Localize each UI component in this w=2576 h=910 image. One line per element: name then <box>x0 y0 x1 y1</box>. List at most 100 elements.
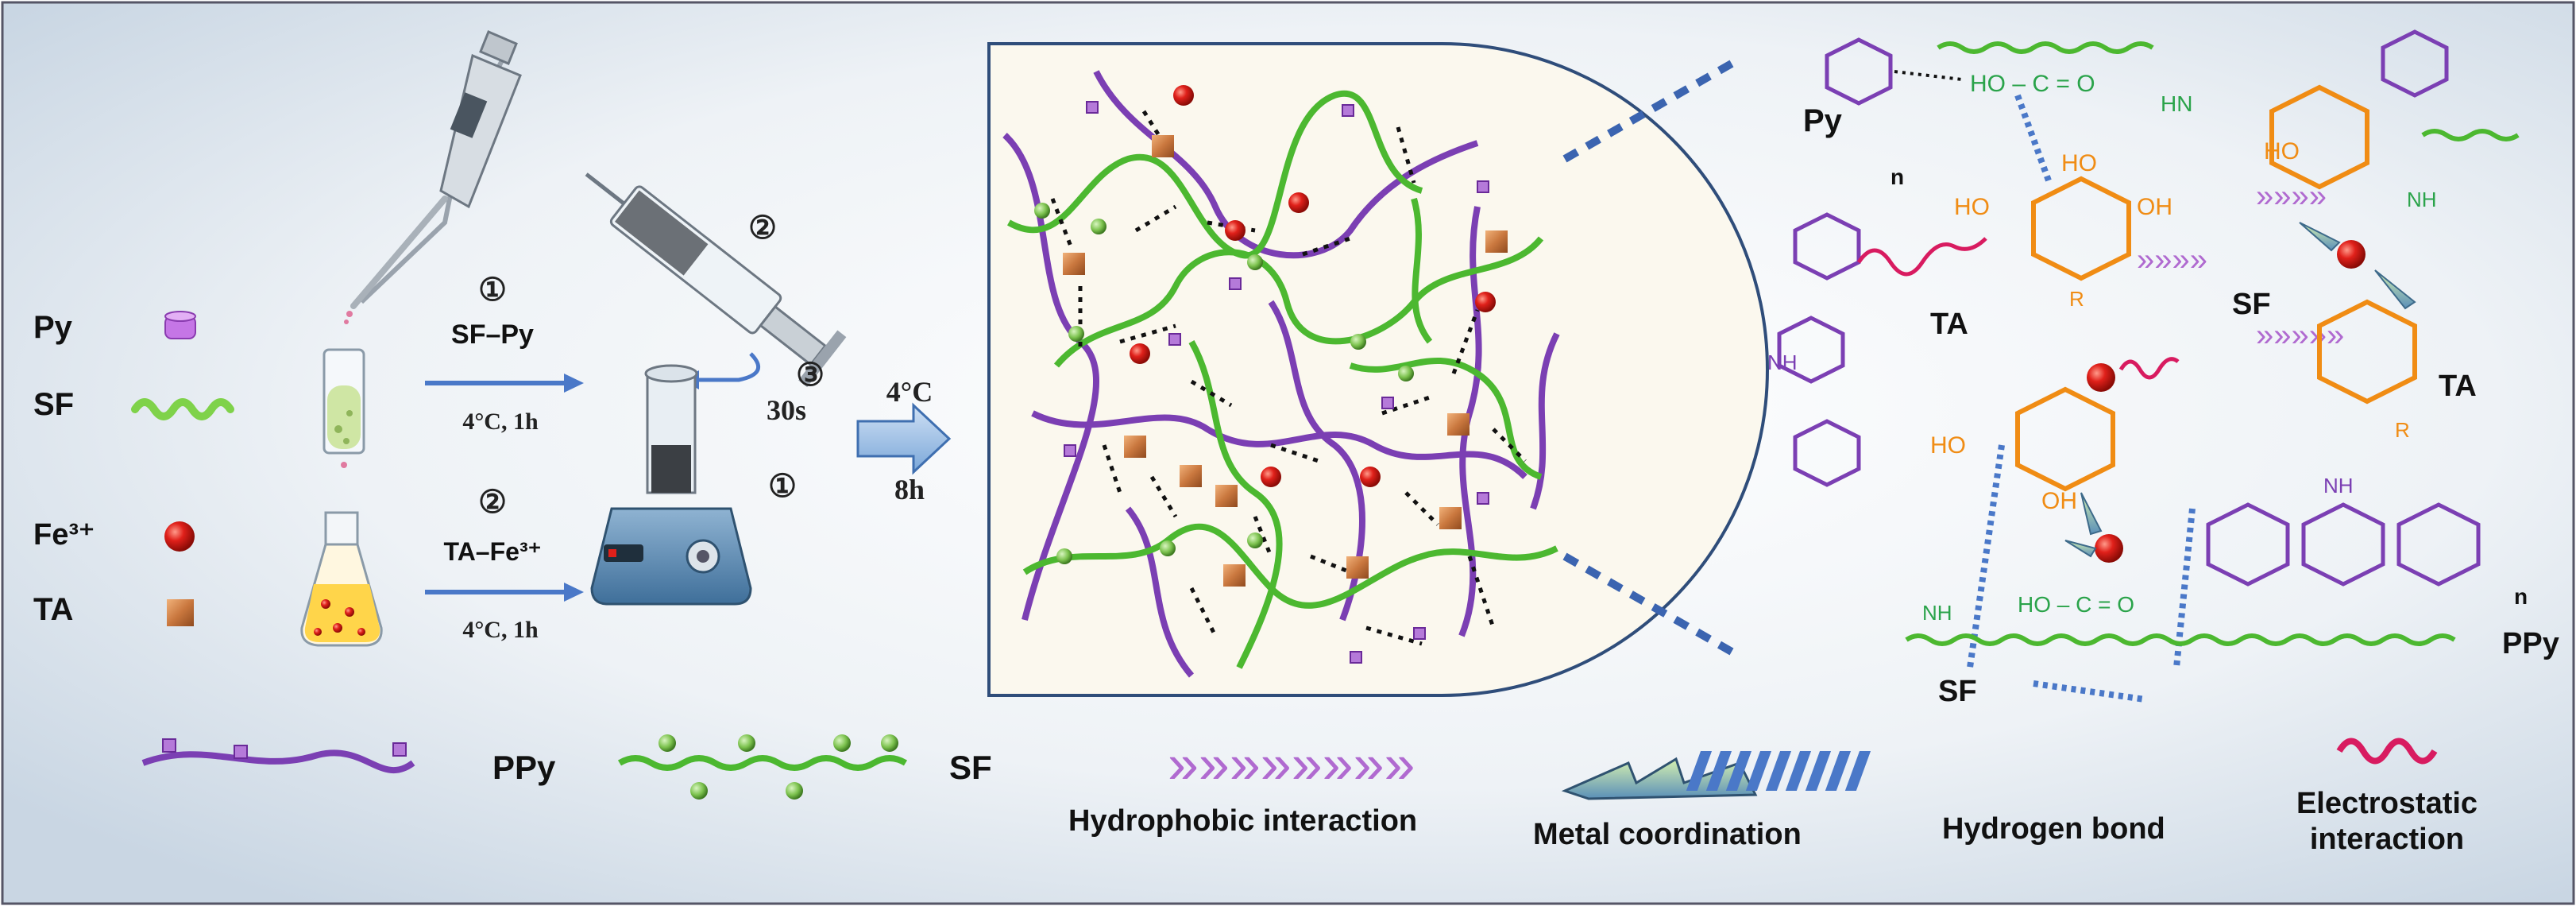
legend-electrostatic-label-2: interaction <box>2310 823 2464 856</box>
fe-ion <box>1173 85 1194 106</box>
legend-hbond-icon <box>1686 751 1871 791</box>
metal-wedge <box>2080 492 2103 536</box>
fe-ion <box>1475 292 1496 312</box>
step2-label: TA–Fe³⁺ <box>444 537 542 566</box>
ta-cube <box>1223 564 1246 587</box>
chem-ho-1: HO <box>1954 194 1990 220</box>
chem-n-2: n <box>2514 584 2528 609</box>
py-pendant <box>1350 651 1362 664</box>
sf-label: SF <box>33 387 74 422</box>
hydrophobic-chevrons-1: »»»» <box>2137 242 2207 277</box>
bottom-legend: PPy SF »»»»»»»» Hydrophobic interaction … <box>141 733 2478 856</box>
chem-nh-bottom: NH <box>1922 601 1952 625</box>
zoom-line-bottom <box>1562 552 1734 656</box>
vortex-mixer-icon <box>590 364 752 606</box>
fe-ball-icon <box>164 521 195 552</box>
ta-cube <box>1346 556 1369 579</box>
step1-arrow <box>425 374 584 393</box>
ta-ring-lower <box>2015 386 2115 492</box>
sf-chain <box>1411 197 1433 344</box>
step1-conditions: 4°C, 1h <box>462 409 539 435</box>
step3-big-arrow <box>856 402 952 475</box>
ta-cube <box>1180 465 1202 487</box>
hbond-stripe <box>2014 94 2053 184</box>
hydrogel-network <box>1002 70 1560 678</box>
ta-ring-icon <box>2031 176 2131 281</box>
ppy-chain <box>1125 506 1195 678</box>
chemistry-scheme: Py HO – C = O HN HO HO OH R TA »»»» »»»»… <box>1767 29 2559 708</box>
sf-bead <box>1068 326 1084 342</box>
ta-cube <box>1152 135 1174 157</box>
step1-label: SF–Py <box>451 319 534 350</box>
py-pendant <box>1477 180 1489 193</box>
chem-oh-1: OH <box>2137 194 2172 220</box>
zoom-line-top <box>1562 60 1734 163</box>
fe-ion-middle <box>2087 363 2115 392</box>
py-pendant <box>1477 492 1489 505</box>
sf-bead <box>1247 254 1263 270</box>
chem-n-1: n <box>1890 165 1904 189</box>
chem-nh-ppy: NH <box>2323 474 2354 498</box>
electrostatic-link-2 <box>2118 357 2180 380</box>
sf-backbone-top <box>1937 41 2154 54</box>
py-pendant <box>1342 104 1354 117</box>
legend-electrostatic-label-1: Electrostatic <box>2296 787 2478 820</box>
chem-nh-tr: NH <box>2407 188 2437 211</box>
fe-ion <box>1288 192 1309 213</box>
test-tube-icon <box>322 348 365 468</box>
chem-py-label: Py <box>1803 103 1843 138</box>
sf-bead <box>1398 366 1414 381</box>
py-label: Py <box>33 310 73 345</box>
syringe-icon <box>585 172 847 388</box>
chem-nh-left: NH <box>1767 350 1798 374</box>
py-pendant <box>1381 397 1394 409</box>
ta-cube <box>1447 413 1470 436</box>
sf-backbone-bottom <box>1905 633 2456 646</box>
chem-ho-c-o: HO – C = O <box>1970 71 2095 97</box>
chem-ho-4: HO <box>1930 432 1966 459</box>
py-cylinder-icon <box>164 311 196 339</box>
step2-arrow <box>425 583 584 602</box>
chem-ho-3: HO <box>2264 138 2300 165</box>
ta-cube-icon <box>167 599 194 626</box>
fe-ion <box>1130 343 1150 364</box>
py-pendant <box>1086 101 1099 114</box>
chem-r-1: R <box>2069 287 2084 311</box>
sf-chain <box>1349 358 1543 480</box>
legend-metal-label: Metal coordination <box>1533 818 1802 851</box>
vortex-time: 30s <box>767 394 806 426</box>
fe-ion-lower <box>2095 534 2123 563</box>
chem-sf-label-1: SF <box>2232 288 2271 321</box>
chem-ta-label-1: TA <box>1930 308 1968 341</box>
ppy-ring-3 <box>1793 419 1861 487</box>
step3-time: 8h <box>894 474 925 505</box>
step2-marker: ② <box>478 484 507 520</box>
legend-electrostatic-icon <box>2336 738 2438 765</box>
legend-sf-label: SF <box>949 749 992 786</box>
hydrophobic-chevrons-3: »»»»» <box>2256 318 2344 353</box>
ppy-ring-4 <box>2206 502 2290 587</box>
ta-cube <box>1485 230 1508 253</box>
ppy-ring-5 <box>2301 502 2385 587</box>
ta-ring-right <box>2317 299 2417 405</box>
flask-icon <box>300 511 383 647</box>
chem-sf-label-2: SF <box>1938 675 1977 708</box>
sf-chain <box>1188 340 1283 669</box>
sf-wave-icon <box>131 398 234 420</box>
py-pendant <box>1413 627 1426 640</box>
ppy-chain <box>1031 410 1527 479</box>
chem-ho-c-o-bottom: HO – C = O <box>2018 592 2134 617</box>
syringe-step-marker: ② <box>748 210 777 246</box>
ppy-chain <box>1530 332 1560 510</box>
chem-hn-top: HN <box>2161 91 2192 116</box>
ta-ring-top <box>2269 84 2369 190</box>
sf-bead <box>1056 548 1072 564</box>
chem-ta-label-2: TA <box>2439 370 2477 403</box>
sf-bead <box>1091 219 1106 234</box>
metal-wedge <box>2064 540 2097 558</box>
sf-bead <box>1160 540 1176 556</box>
chem-ppy-label: PPy <box>2502 627 2559 660</box>
step2-conditions: 4°C, 1h <box>462 617 539 643</box>
py-ring-top-right <box>2381 29 2449 98</box>
py-pendant <box>1064 444 1076 457</box>
